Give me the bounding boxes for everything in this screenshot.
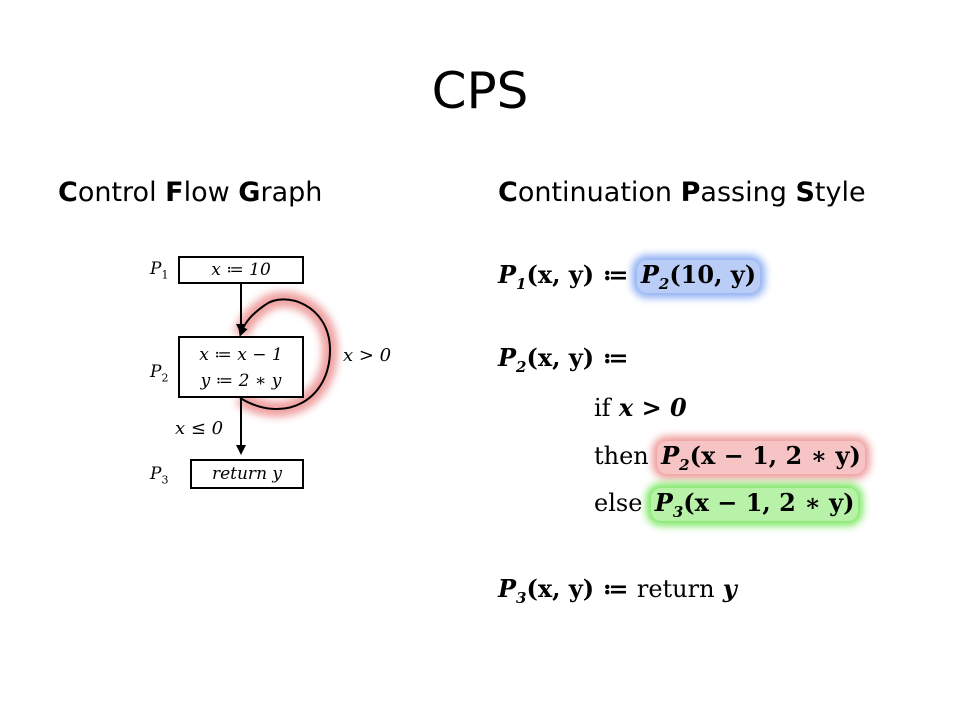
slide-title: CPS: [431, 62, 529, 120]
p2-statement-2: y ≔ 2 ∗ y: [200, 371, 282, 391]
else-keyword: else: [594, 489, 643, 517]
cps-heading-part: assing: [700, 177, 796, 208]
cfg-heading-part: ontrol: [77, 177, 166, 208]
if-keyword: if: [594, 394, 611, 422]
else-call-highlight: P3(x − 1, 2 ∗ y): [650, 488, 859, 521]
cfg-heading-part: low: [183, 177, 239, 208]
cps-p2-definition: P2(x, y) ≔: [498, 343, 628, 376]
p1-label: P1: [150, 259, 168, 281]
cfg-heading-part: raph: [260, 177, 323, 208]
then-call-args: (x − 1, 2 ∗ y): [689, 441, 861, 470]
fn-index: 2: [679, 455, 690, 474]
fn-index: 1: [516, 274, 527, 293]
p2-label: P2: [150, 362, 168, 384]
fn-index: 3: [672, 502, 684, 521]
cps-p3-definition: P3(x, y) ≔ return y: [498, 574, 737, 607]
p1-node: x ≔ 10: [178, 256, 304, 284]
loop-condition: x > 0: [343, 345, 392, 366]
node-label-index: 2: [161, 371, 169, 385]
cps-heading-part: P: [680, 177, 701, 208]
node-label-index: 1: [161, 268, 169, 282]
cps-heading-part: ontinuation: [517, 177, 681, 208]
p1-statement: x ≔ 10: [211, 260, 271, 280]
p2-statement-1: x ≔ x − 1: [199, 345, 283, 365]
then-keyword: then: [594, 442, 649, 470]
cfg-heading-part: F: [165, 177, 184, 208]
node-label-letter: P: [150, 259, 162, 279]
loop-edge: [238, 298, 332, 410]
node-label-letter: P: [150, 362, 162, 382]
fn-index: 3: [516, 588, 527, 607]
if-condition: x > 0: [618, 393, 687, 422]
fn-name: P: [498, 260, 517, 289]
cps-heading-part: C: [498, 177, 518, 208]
cfg-heading-part: G: [238, 177, 261, 208]
p3-node: return y: [190, 459, 304, 489]
p1-params: (x, y) ≔: [526, 260, 637, 289]
return-variable: y: [722, 574, 737, 603]
fn-index: 2: [516, 357, 527, 376]
fn-name: P: [498, 343, 517, 372]
cps-else-line: else P3(x − 1, 2 ∗ y): [594, 488, 859, 521]
return-keyword: return: [636, 575, 715, 603]
p3-label: P3: [150, 464, 168, 486]
fn-name: P: [661, 441, 680, 470]
p3-params: (x, y) ≔: [526, 574, 637, 603]
cps-if-line: if x > 0: [594, 393, 687, 422]
then-call-highlight: P2(x − 1, 2 ∗ y): [657, 441, 865, 474]
fn-index: 2: [658, 274, 670, 293]
exit-condition: x ≤ 0: [175, 418, 224, 439]
p2-params: (x, y) ≔: [526, 343, 629, 372]
p1-call-args: (10, y): [669, 260, 757, 289]
node-label-index: 3: [161, 473, 169, 487]
cfg-heading: Control Flow Graph: [58, 177, 322, 208]
node-label-letter: P: [150, 464, 162, 484]
else-call-args: (x − 1, 2 ∗ y): [683, 488, 855, 517]
fn-name: P: [498, 574, 517, 603]
p2-node: x ≔ x − 1 y ≔ 2 ∗ y: [178, 336, 304, 398]
cps-then-line: then P2(x − 1, 2 ∗ y): [594, 441, 865, 474]
fn-name: P: [640, 260, 659, 289]
fn-name: P: [654, 488, 673, 517]
cps-p1-definition: P1(x, y) ≔ P2(10, y): [498, 260, 761, 293]
cps-heading-part: S: [795, 177, 815, 208]
cps-heading-part: tyle: [814, 177, 866, 208]
cfg-heading-part: C: [58, 177, 78, 208]
p3-statement: return y: [211, 464, 283, 484]
cps-heading: Continuation Passing Style: [498, 177, 866, 208]
p1-call-highlight: P2(10, y): [636, 260, 761, 293]
